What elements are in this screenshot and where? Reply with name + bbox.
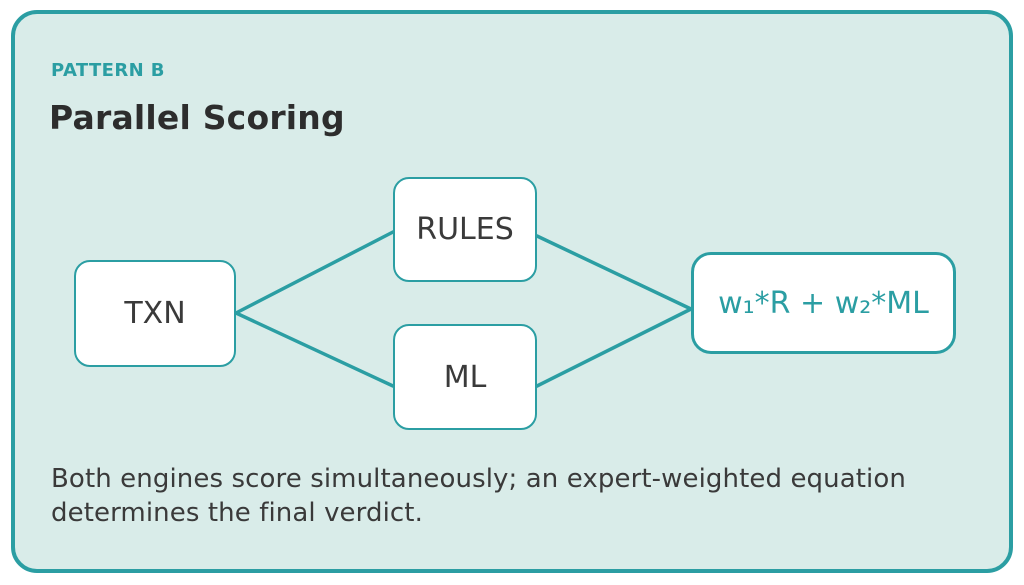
node-formula-label: w₁*R + w₂*ML — [718, 285, 929, 321]
node-txn: TXN — [74, 260, 236, 367]
edge-txn-to-ml — [234, 311, 395, 388]
description-line-2: determines the final verdict. — [51, 498, 423, 528]
node-formula: w₁*R + w₂*ML — [691, 252, 956, 354]
edge-txn-to-rules — [234, 230, 395, 315]
edge-ml-to-formula — [535, 307, 693, 388]
edge-rules-to-formula — [535, 234, 693, 311]
node-txn-label: TXN — [124, 296, 186, 331]
pattern-eyebrow: PATTERN B — [51, 60, 165, 81]
node-rules-label: RULES — [416, 212, 514, 247]
node-ml-label: ML — [443, 359, 487, 395]
description: Both engines score simultaneously; an ex… — [51, 462, 906, 530]
description-line-1: Both engines score simultaneously; an ex… — [51, 464, 906, 494]
page-title: Parallel Scoring — [49, 98, 345, 137]
node-rules: RULES — [393, 177, 537, 282]
node-ml: ML — [393, 324, 537, 430]
pattern-card: PATTERN B Parallel Scoring TXN RULES ML … — [11, 10, 1013, 573]
